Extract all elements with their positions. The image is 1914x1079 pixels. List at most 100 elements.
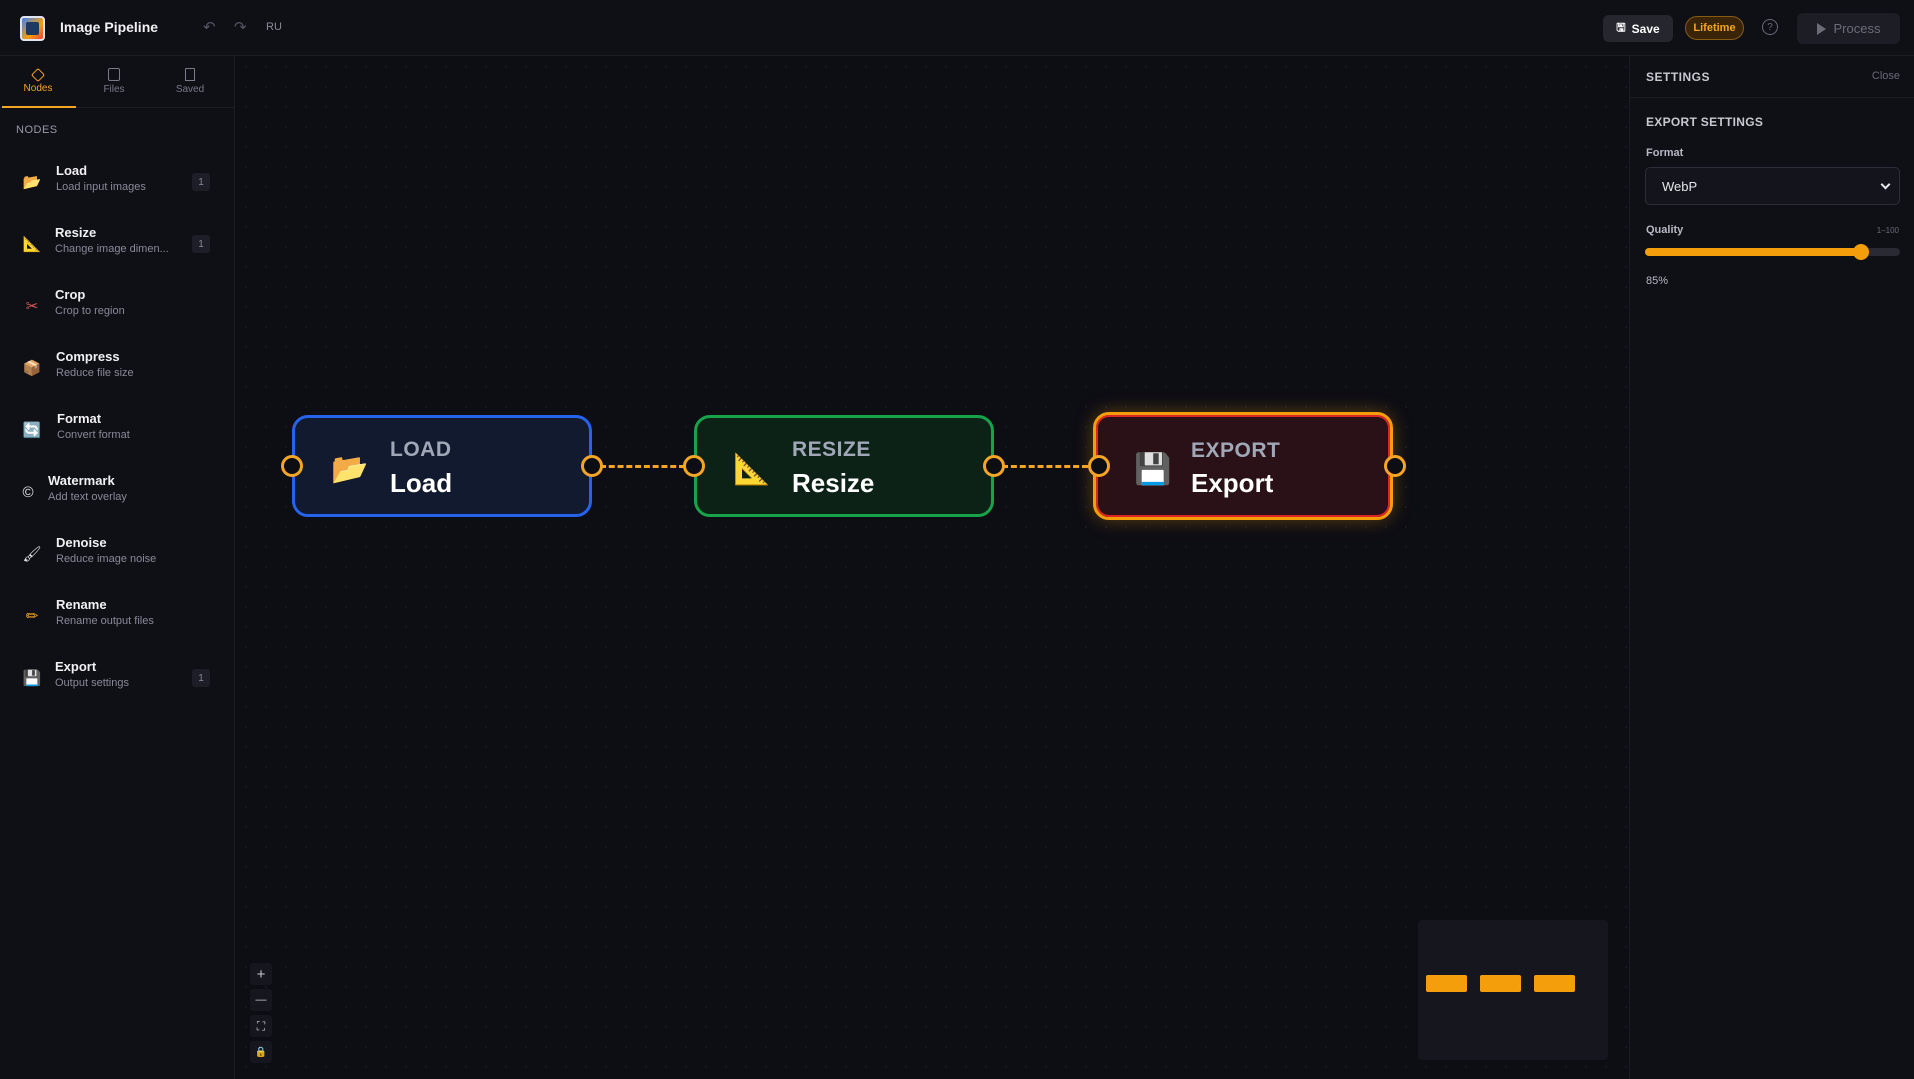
scissors-icon: ✂: [25, 298, 39, 315]
load-output-port[interactable]: [581, 455, 603, 477]
export-settings-heading: EXPORT SETTINGS: [1646, 115, 1764, 129]
node-type-label: LOAD: [390, 438, 452, 461]
sidebar-item-compress[interactable]: 📦 Compress Reduce file size: [0, 338, 234, 400]
sidebar-item-export[interactable]: 💾 Export Output settings 1: [0, 648, 234, 710]
ruler-icon: 📐: [22, 236, 42, 253]
app-title: Image Pipeline: [60, 19, 159, 35]
pipeline-node-export[interactable]: 💾 EXPORT Export: [1093, 412, 1393, 520]
layers-icon: [30, 67, 46, 82]
tab-nodes[interactable]: Nodes: [0, 56, 76, 108]
tab-saved[interactable]: Saved: [152, 56, 228, 107]
language-toggle[interactable]: RU: [266, 21, 282, 33]
play-icon: [1816, 22, 1826, 35]
node-item-title: Watermark: [48, 473, 115, 488]
help-icon[interactable]: ?: [1762, 19, 1778, 35]
node-item-title: Load: [56, 163, 88, 178]
nodes-section-label: NODES: [16, 124, 58, 136]
ruler-icon: 📐: [733, 452, 771, 486]
quality-label: Quality: [1646, 224, 1684, 236]
pipeline-canvas[interactable]: 📂 LOAD Load 📐 RESIZE Resize 💾 EXPORT Exp…: [236, 57, 1629, 1079]
brush-icon: 🖌: [22, 546, 42, 563]
resize-output-port[interactable]: [983, 455, 1005, 477]
pipeline-node-resize[interactable]: 📐 RESIZE Resize: [694, 415, 994, 517]
file-image-icon: [108, 68, 120, 81]
node-item-desc: Load input images: [56, 181, 146, 193]
sidebar-item-format[interactable]: 🔄 Format Convert format: [0, 400, 234, 462]
edge-resize-export: [1002, 465, 1088, 468]
save-button[interactable]: 🖫 Save: [1603, 15, 1673, 42]
quality-range-hint: 1–100: [1876, 226, 1899, 235]
node-item-desc: Output settings: [55, 677, 129, 689]
node-name-label: Export: [1191, 468, 1274, 498]
sidebar-tabs: Nodes Files Saved: [0, 56, 234, 108]
app-logo-icon: [20, 16, 45, 41]
folder-icon: 📂: [22, 174, 42, 191]
sidebar-item-denoise[interactable]: 🖌 Denoise Reduce image noise: [0, 524, 234, 586]
settings-title: SETTINGS: [1646, 70, 1711, 84]
zoom-out-button[interactable]: —: [250, 989, 272, 1011]
node-count-badge: 1: [192, 235, 210, 253]
fit-view-button[interactable]: ⛶: [250, 1015, 272, 1037]
load-input-port[interactable]: [281, 455, 303, 477]
tab-label: Files: [103, 84, 125, 95]
tab-files[interactable]: Files: [76, 56, 152, 107]
sidebar-item-load[interactable]: 📂 Load Load input images 1: [0, 152, 234, 214]
export-output-port[interactable]: [1384, 455, 1406, 477]
pencil-icon: ✏: [25, 608, 39, 625]
format-select[interactable]: WebP: [1645, 167, 1900, 205]
process-label: Process: [1833, 21, 1881, 36]
resize-input-port[interactable]: [683, 455, 705, 477]
floppy-disk-icon: 💾: [1134, 452, 1172, 486]
sidebar-item-resize[interactable]: 📐 Resize Change image dimen... 1: [0, 214, 234, 276]
redo-icon[interactable]: ↷: [234, 19, 247, 36]
node-item-title: Resize: [55, 225, 97, 240]
node-type-label: RESIZE: [792, 438, 871, 461]
settings-panel: SETTINGS Close EXPORT SETTINGS Format We…: [1629, 56, 1914, 1079]
quality-slider-fill: [1645, 248, 1862, 256]
node-item-desc: Change image dimen...: [55, 243, 169, 255]
quality-slider-thumb[interactable]: [1853, 244, 1870, 260]
node-list: 📂 Load Load input images 1 📐 Resize Chan…: [0, 152, 234, 710]
node-item-title: Denoise: [56, 535, 107, 550]
sidebar-item-rename[interactable]: ✏ Rename Rename output files: [0, 586, 234, 648]
node-item-title: Compress: [56, 349, 120, 364]
close-button[interactable]: Close: [1871, 70, 1900, 82]
package-icon: 📦: [22, 360, 42, 377]
pipeline-node-load[interactable]: 📂 LOAD Load: [292, 415, 592, 517]
node-item-title: Export: [55, 659, 97, 674]
format-value: WebP: [1662, 178, 1698, 194]
settings-header: SETTINGS Close: [1630, 56, 1914, 98]
node-item-desc: Rename output files: [56, 615, 154, 627]
node-item-desc: Reduce image noise: [56, 553, 157, 565]
node-count-badge: 1: [192, 669, 210, 687]
lifetime-badge[interactable]: Lifetime: [1685, 16, 1744, 40]
sidebar-item-crop[interactable]: ✂ Crop Crop to region: [0, 276, 234, 338]
folder-icon: 📂: [331, 452, 369, 486]
floppy-disk-icon: 💾: [22, 670, 42, 687]
node-item-title: Rename: [56, 597, 107, 612]
tab-label: Nodes: [23, 82, 53, 94]
node-type-label: EXPORT: [1191, 439, 1281, 462]
node-count-badge: 1: [192, 173, 210, 191]
node-item-desc: Convert format: [57, 429, 130, 441]
node-item-desc: Crop to region: [55, 305, 125, 317]
minimap[interactable]: [1418, 920, 1608, 1060]
zoom-in-button[interactable]: +: [250, 963, 272, 985]
export-input-port[interactable]: [1088, 455, 1110, 477]
edge-load-resize: [600, 465, 685, 468]
node-item-desc: Reduce file size: [56, 367, 134, 379]
convert-icon: 🔄: [22, 422, 42, 439]
lock-button[interactable]: 🔒: [250, 1041, 272, 1063]
undo-icon[interactable]: ↶: [203, 19, 216, 36]
copyright-icon: ©: [22, 483, 34, 501]
node-item-title: Crop: [55, 287, 86, 302]
node-name-label: Resize: [792, 468, 875, 498]
top-header: Image Pipeline ↶ ↷ RU 🖫 Save Lifetime ? …: [0, 0, 1914, 56]
node-item-desc: Add text overlay: [48, 491, 127, 503]
format-label: Format: [1646, 147, 1684, 159]
tab-label: Saved: [175, 84, 205, 95]
sidebar-item-watermark[interactable]: © Watermark Add text overlay: [0, 462, 234, 524]
process-button[interactable]: Process: [1797, 13, 1900, 44]
quality-slider[interactable]: [1645, 244, 1900, 260]
save-icon: 🖫: [1616, 22, 1626, 34]
